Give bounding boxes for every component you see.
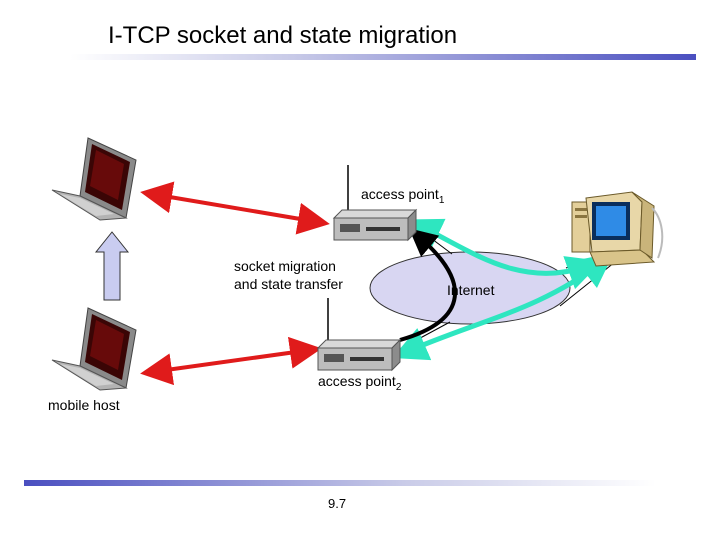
- access-point-2-label: access point2: [318, 372, 401, 397]
- access-point-icon: [316, 338, 402, 372]
- desktop-computer-icon: [571, 191, 664, 267]
- up-arrow-icon: [94, 231, 130, 301]
- internet-label: Internet: [447, 282, 495, 298]
- wireless-link-1: [140, 181, 330, 235]
- wireless-link-2: [140, 336, 322, 386]
- socket-migration-line2: and state transfer: [234, 276, 343, 292]
- access-point-1-subscript: 1: [438, 194, 445, 206]
- page-number: 9.7: [328, 496, 347, 511]
- laptop-icon: [51, 307, 137, 391]
- access-point-2-text: access point: [318, 373, 396, 389]
- access-point-1-text: access point: [361, 186, 439, 202]
- footer-bar: [24, 480, 656, 486]
- slide-title: I-TCP socket and state migration: [108, 22, 458, 49]
- socket-migration-arrow: [399, 228, 457, 342]
- access-point-icon: [332, 208, 418, 242]
- laptop-icon: [51, 137, 137, 221]
- wired-connection-new: [392, 252, 614, 361]
- access-point-2-subscript: 2: [395, 381, 402, 393]
- socket-migration-label: socket migration and state transfer: [234, 257, 343, 293]
- title-underline-bar: [70, 54, 696, 60]
- access-point-1-label: access point1: [361, 185, 444, 210]
- mobile-host-label: mobile host: [48, 397, 120, 413]
- socket-migration-line1: socket migration: [234, 258, 336, 274]
